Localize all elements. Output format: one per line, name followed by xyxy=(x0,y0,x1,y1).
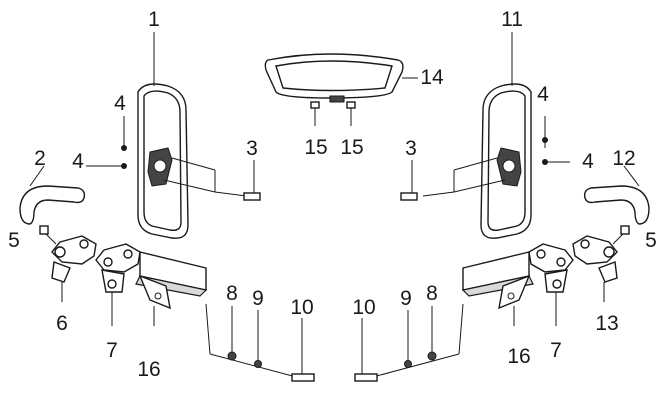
mirror-screws-15 xyxy=(310,101,356,126)
callout-5-left: 5 xyxy=(8,229,20,252)
callout-15-right: 15 xyxy=(340,136,363,159)
callout-4-lower-left: 4 xyxy=(72,150,84,173)
callout-8-left: 8 xyxy=(226,282,238,305)
rear-view-mirror xyxy=(264,53,404,103)
callout-8-right: 8 xyxy=(426,282,438,305)
callout-6: 6 xyxy=(56,312,68,335)
left-clamp-assembly xyxy=(39,225,208,310)
callout-12: 12 xyxy=(612,147,635,170)
callout-5-right: 5 xyxy=(645,229,657,252)
left-mirror-fasteners xyxy=(86,116,261,201)
left-side-mirror xyxy=(137,83,189,239)
callout-10-left: 10 xyxy=(290,296,313,319)
callout-7-right: 7 xyxy=(550,339,562,362)
callout-14: 14 xyxy=(420,66,444,89)
callout-1: 1 xyxy=(148,8,160,31)
callout-4-upper-left: 4 xyxy=(114,92,126,115)
right-handle xyxy=(583,185,650,225)
callout-4-lower-right: 4 xyxy=(582,150,594,173)
callout-11: 11 xyxy=(501,8,523,31)
left-lower-fasteners xyxy=(205,303,315,382)
callout-16-right: 16 xyxy=(507,345,530,368)
left-handle xyxy=(19,185,86,225)
right-side-mirror xyxy=(480,83,532,239)
right-clamp-assembly xyxy=(461,225,630,310)
callout-10-right: 10 xyxy=(352,296,375,319)
callout-4-upper-right: 4 xyxy=(537,83,549,106)
callout-leaders xyxy=(29,32,640,326)
right-mirror-fasteners xyxy=(400,116,570,201)
callout-labels: 1 11 14 15 15 4 4 4 4 3 3 2 12 5 5 6 13 … xyxy=(8,8,657,381)
callout-13: 13 xyxy=(595,312,618,335)
callout-9-left: 9 xyxy=(252,287,264,310)
callout-16-left: 16 xyxy=(137,358,160,381)
callout-15-left: 15 xyxy=(304,136,327,159)
callout-9-right: 9 xyxy=(400,287,412,310)
callout-3-right: 3 xyxy=(405,137,417,160)
callout-7-left: 7 xyxy=(106,339,118,362)
callout-3-left: 3 xyxy=(246,137,258,160)
right-lower-fasteners xyxy=(354,303,464,382)
callout-2: 2 xyxy=(34,147,46,170)
